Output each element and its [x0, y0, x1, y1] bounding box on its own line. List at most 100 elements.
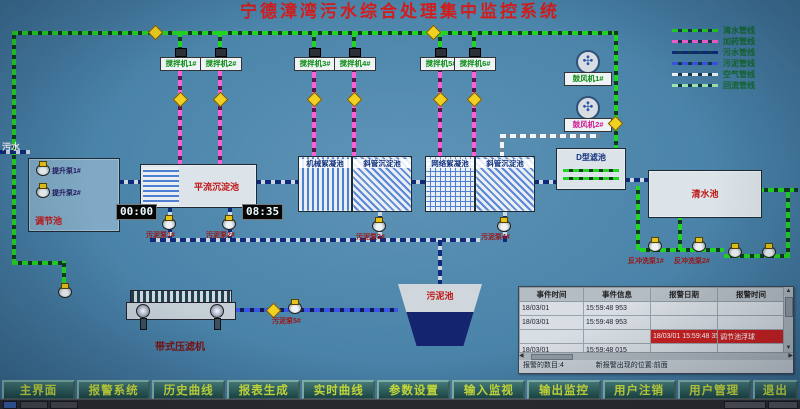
bottom-menu-bar: 主界面 报警系统 历史曲线 报表生成 实时曲线 参数设置 输入监视 输出监控 用… [0, 380, 800, 400]
tank-horizontal-sedimentation: 平流沉淀池 [140, 164, 257, 208]
taskbar-item[interactable] [20, 401, 48, 409]
tank-inclined-tube-sedimentation-2: 斜管沉淀池 [475, 156, 535, 212]
press-leg [214, 318, 221, 330]
backwash-pump-1-icon[interactable] [648, 237, 662, 252]
valve-icon[interactable] [466, 91, 483, 108]
pump-icon[interactable] [762, 243, 776, 258]
pipe-green [218, 31, 222, 57]
alarm-cell [717, 315, 785, 330]
alarm-row[interactable]: 18/03/01 15:59:48 953 [519, 301, 785, 316]
mixer-2[interactable]: 搅拌机2# [200, 57, 242, 71]
pump-icon[interactable] [58, 283, 72, 298]
blower-fan-icon-1[interactable]: ✣ [576, 50, 600, 74]
tank-label: 清水池 [691, 189, 719, 199]
tank-label: 调节池 [35, 216, 63, 226]
scrollbar-thumb[interactable] [785, 297, 793, 317]
tank-label: 机械絮凝池 [299, 159, 351, 168]
sludge-pump-1-icon[interactable] [162, 215, 176, 230]
valve-icon[interactable] [172, 91, 189, 108]
legend-label: 加药管线 [723, 37, 755, 46]
sludge-pump-3-label: 污泥泵3# [356, 234, 385, 241]
alarm-col-event-info[interactable]: 事件信息 [583, 287, 651, 302]
mixer-motor-icon [215, 48, 227, 57]
menu-button-alarm-system[interactable]: 报警系统 [77, 380, 151, 400]
menu-button-user-manage[interactable]: 用户管理 [677, 380, 751, 400]
pipe-green [472, 31, 476, 57]
pipe-green [614, 31, 618, 151]
scrollbar-thumb[interactable] [531, 354, 573, 360]
sludge-pump-4-icon[interactable] [497, 217, 511, 232]
legend-line-sewage [672, 51, 718, 54]
valve-icon[interactable] [306, 91, 323, 108]
pipe-green [678, 214, 682, 250]
alarm-cell: 18/03/01 [519, 315, 584, 330]
mixer-4[interactable]: 搅拌机4# [334, 57, 376, 71]
sludge-pump-3-icon[interactable] [372, 217, 386, 232]
menu-button-user-logout[interactable]: 用户注销 [602, 380, 676, 400]
valve-icon[interactable] [346, 91, 363, 108]
mixer-motor-icon [349, 48, 361, 57]
menu-button-input-monitor[interactable]: 输入监视 [452, 380, 526, 400]
taskbar-clock[interactable] [768, 401, 798, 409]
alarm-col-alarm-time[interactable]: 报警时间 [717, 287, 785, 302]
taskbar-tray[interactable] [724, 401, 766, 409]
sludge-pump-5-icon[interactable] [288, 299, 302, 314]
menu-button-output-monitor[interactable]: 输出监控 [527, 380, 601, 400]
taskbar-item[interactable] [50, 401, 78, 409]
mixer-motor-icon [435, 48, 447, 57]
belt-filter-press [126, 290, 236, 336]
tank-label: 斜管沉淀池 [476, 159, 534, 168]
alarm-horizontal-scrollbar[interactable]: ◀▶ [519, 352, 793, 360]
valve-icon[interactable] [432, 91, 449, 108]
lift-pump-2-icon[interactable] [36, 183, 50, 198]
alarm-cell [650, 301, 718, 316]
sludge-pump-1-label: 污泥泵1# [146, 232, 175, 239]
backwash-pump-1-label: 反冲洗泵1# [628, 258, 664, 265]
alarm-row-active[interactable]: 18/03/01 15:59:48 359 调节池浮球 [519, 329, 785, 344]
valve-icon[interactable] [212, 91, 229, 108]
press-roller [210, 304, 224, 318]
page-title: 宁德漳湾污水综合处理集中监控系统 [240, 2, 560, 21]
menu-button-report-generate[interactable]: 报表生成 [227, 380, 301, 400]
mixer-6[interactable]: 搅拌机6# [454, 57, 496, 71]
taskbar-start-button[interactable] [3, 401, 17, 409]
menu-button-realtime-curve[interactable]: 实时曲线 [302, 380, 376, 400]
pipe-green [636, 186, 640, 250]
alarm-col-event-time[interactable]: 事件时间 [519, 287, 584, 302]
tank-clear-water: 清水池 [648, 170, 762, 218]
blower-fan-icon-2[interactable]: ✣ [576, 96, 600, 120]
pipe-green [640, 248, 724, 252]
pump-icon[interactable] [728, 243, 742, 258]
inflow-label: 污水 [2, 142, 21, 152]
backwash-pump-2-icon[interactable] [692, 237, 706, 252]
scroll-down-arrow[interactable]: ▼ [785, 345, 792, 351]
menu-button-param-settings[interactable]: 参数设置 [377, 380, 451, 400]
scroll-left-arrow[interactable]: ◀ [519, 353, 524, 359]
alarm-col-alarm-date[interactable]: 报警日期 [650, 287, 718, 302]
tank-label: 斜管沉淀池 [353, 159, 411, 168]
filter-cell-pattern [563, 177, 619, 180]
legend-label: 空气管线 [723, 70, 755, 79]
pipe-dosing [472, 69, 476, 158]
pipe-green [12, 31, 16, 265]
menu-button-main-screen[interactable]: 主界面 [2, 380, 76, 400]
alarm-table-header: 事件时间 事件信息 报警日期 报警时间 [519, 287, 785, 302]
alarm-cell: 15:59:48 953 [583, 301, 651, 316]
alarm-vertical-scrollbar[interactable]: ▲▼ [783, 287, 793, 352]
press-roller [136, 304, 150, 318]
menu-button-exit[interactable]: 退出 [752, 380, 799, 400]
mixer-3[interactable]: 搅拌机3# [294, 57, 336, 71]
pipe-green [12, 261, 66, 265]
sludge-pump-2-icon[interactable] [222, 215, 236, 230]
valve-icon[interactable] [147, 24, 164, 41]
menu-button-history-curve[interactable]: 历史曲线 [152, 380, 226, 400]
pipe-legend: 清水管线 加药管线 污水管线 污泥管线 空气管线 回流管线 [672, 25, 794, 91]
alarm-row[interactable]: 18/03/01 15:59:48 953 [519, 315, 785, 330]
alarm-cell [583, 329, 651, 344]
lift-pump-1-icon[interactable] [36, 161, 50, 176]
filter-cell-pattern [563, 169, 619, 172]
mixer-1[interactable]: 搅拌机1# [160, 57, 202, 71]
legend-line-return [672, 84, 718, 87]
scroll-right-arrow[interactable]: ▶ [788, 353, 793, 359]
legend-item: 回流管线 [672, 80, 794, 91]
